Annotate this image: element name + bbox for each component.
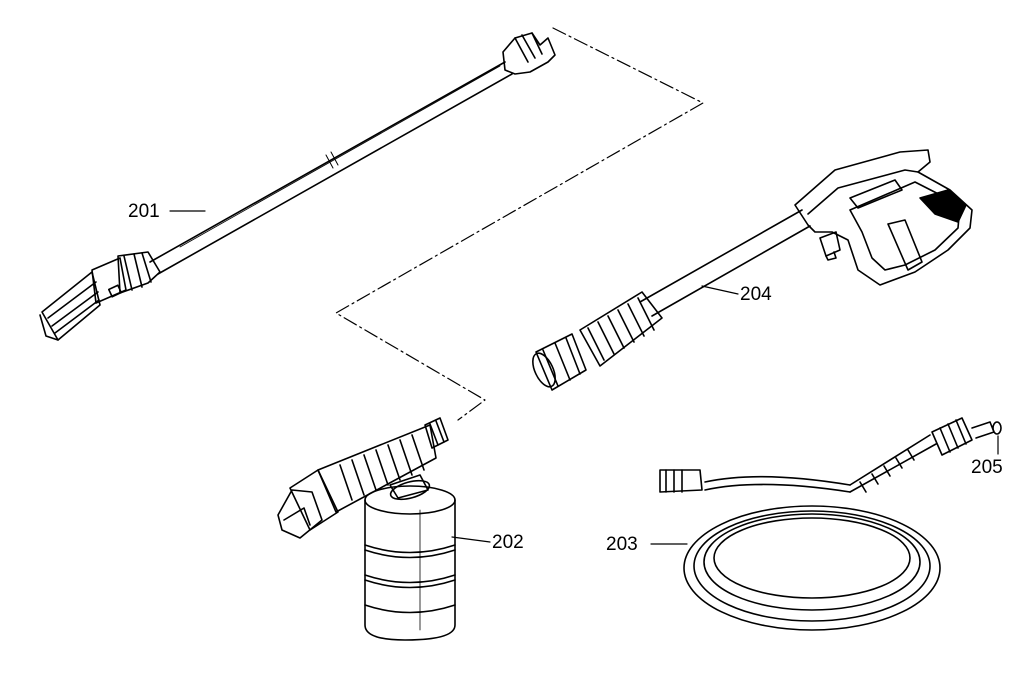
o-ring <box>992 421 1002 435</box>
leader-204 <box>701 285 739 295</box>
spray-gun <box>532 149 973 391</box>
callout-202: 202 <box>492 532 524 553</box>
assembly-line <box>335 27 704 421</box>
leader-202 <box>451 536 491 543</box>
high-pressure-hose <box>659 417 995 631</box>
callout-205: 205 <box>971 457 1003 478</box>
callout-204: 204 <box>740 284 772 305</box>
callout-203: 203 <box>606 534 638 555</box>
spray-wand <box>39 32 556 341</box>
foam-cannon <box>277 417 456 641</box>
callout-201: 201 <box>128 201 160 222</box>
